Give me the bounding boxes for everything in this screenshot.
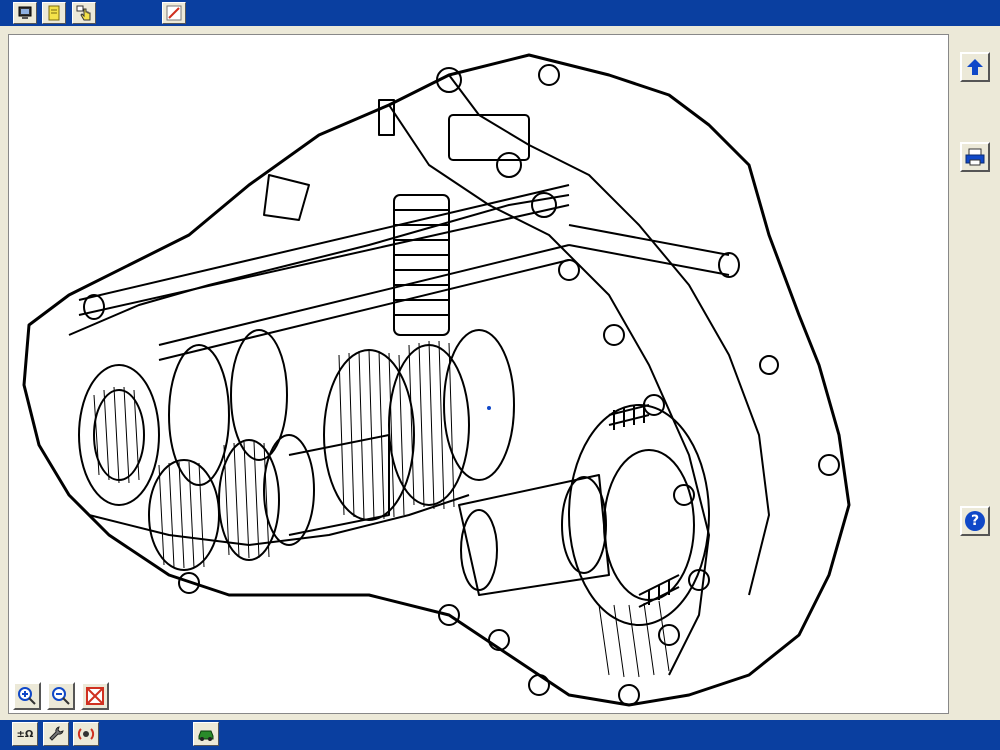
page-up-button[interactable] [960,52,990,82]
document-icon [48,5,60,21]
bottom-toolbar: ±Ω [0,720,1000,750]
drawing-canvas[interactable] [8,34,949,714]
printer-icon [965,148,985,166]
wrench-button[interactable] [43,722,69,746]
pencil-icon [166,5,182,21]
zoom-fit-icon [86,687,104,705]
sensor-button[interactable] [73,722,99,746]
zoom-out-button[interactable] [47,682,75,710]
car-icon [198,730,214,741]
measure-button[interactable]: ±Ω [12,722,38,746]
zoom-in-button[interactable] [13,682,41,710]
zoom-fit-button[interactable] [81,682,109,710]
car-button[interactable] [193,722,219,746]
measure-icon: ±Ω [16,728,34,740]
document-button[interactable] [42,2,66,24]
main-frame: ? [0,26,1000,720]
monitor-icon [18,6,32,19]
sensor-icon [77,728,95,740]
monitor-button[interactable] [13,2,37,24]
arrow-up-icon [967,59,983,75]
help-icon: ? [965,511,985,531]
pencil-button[interactable] [162,2,186,24]
help-button[interactable]: ? [960,506,990,536]
zoom-out-icon [52,687,70,705]
top-toolbar [0,0,1000,26]
hand-pointer-icon [76,5,91,21]
wrench-icon [49,726,64,741]
zoom-in-icon [18,687,36,705]
hand-pointer-button[interactable] [72,2,96,24]
print-button[interactable] [960,142,990,172]
transmission-drawing [22,53,851,707]
